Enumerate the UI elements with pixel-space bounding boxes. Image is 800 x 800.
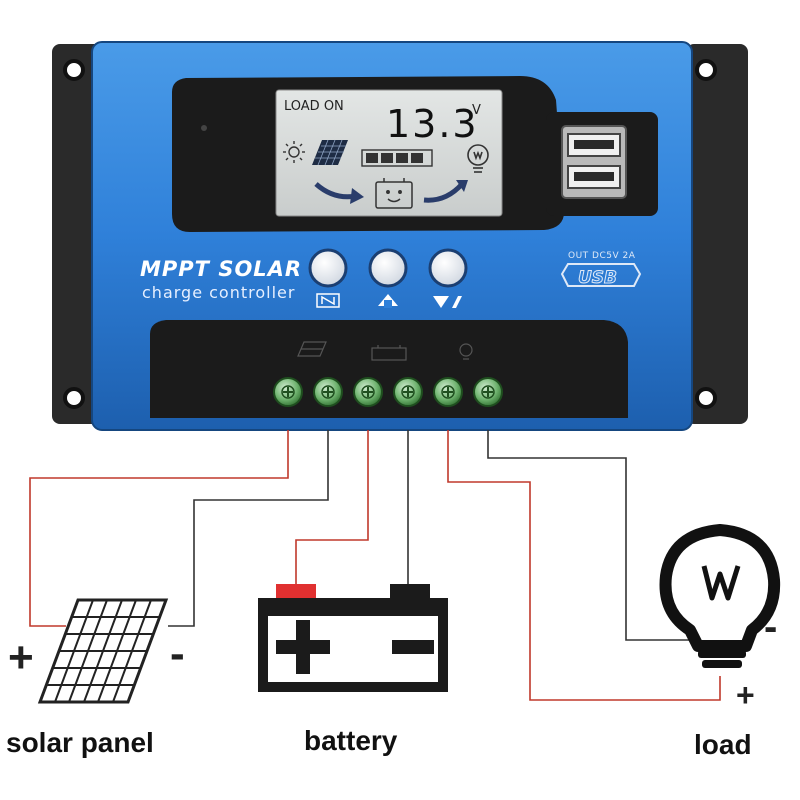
load-plus-sign: +: [736, 677, 755, 713]
terminal-battery-plus[interactable]: [353, 377, 383, 407]
menu-button[interactable]: [308, 248, 348, 288]
solar-panel-minus-sign: -: [170, 629, 185, 678]
battery-label: battery: [304, 725, 398, 756]
usb-spec-text: OUT DC5V 2A: [568, 251, 636, 261]
load-minus-sign: -: [764, 605, 777, 649]
solar-panel-grid: [47, 599, 160, 703]
load-label: load: [694, 729, 752, 760]
mount-hole-tl: [63, 59, 85, 81]
wire-load-positive: [447, 430, 721, 701]
mount-hole-br: [695, 387, 717, 409]
lcd-status-text: LOAD ON: [284, 99, 344, 114]
wire-solar-positive: [29, 430, 289, 627]
mount-ear-right: [686, 44, 748, 424]
terminal-load-minus[interactable]: [473, 377, 503, 407]
lcd-load-arrow-right-icon: [423, 180, 468, 203]
bulb-base-1: [698, 650, 746, 658]
solar-panel-label: solar panel: [6, 727, 154, 758]
terminal-solar-symbol-icon: [297, 341, 327, 357]
solar-panel: + - solar panel: [6, 598, 185, 758]
down-set-button[interactable]: [428, 248, 468, 288]
lcd-voltage-unit: V: [472, 103, 481, 118]
load-bulb: - + load: [659, 524, 781, 760]
wire-load-negative: [487, 430, 690, 641]
usb-logo-text: USB: [578, 268, 617, 288]
terminal-load-plus[interactable]: [433, 377, 463, 407]
menu-icon: [316, 293, 340, 308]
usb-logo-frame: [560, 263, 642, 287]
terminal-solar-minus[interactable]: [313, 377, 343, 407]
lcd-battery-level-icon: [361, 149, 433, 167]
lcd-battery-face-icon: [375, 178, 413, 209]
light-bulb-icon: [659, 524, 781, 652]
down-arrow-icon: [433, 296, 462, 308]
terminal-bulb-symbol-icon: [459, 343, 473, 360]
lcd-solar-panel-icon: [312, 139, 348, 166]
terminal-block: [150, 320, 628, 418]
usb-port-1-slot: [574, 140, 614, 149]
battery-positive-cap: [276, 584, 316, 598]
mount-hole-tr: [695, 59, 717, 81]
lcd-bulb-icon: [467, 144, 489, 173]
brand-title: MPPT SOLAR: [140, 257, 302, 281]
wires: [29, 430, 721, 701]
up-arrow-icon: [378, 294, 398, 308]
battery-negative-cap: [390, 584, 430, 598]
battery-plus-icon: [276, 620, 330, 674]
terminal-battery-minus[interactable]: [393, 377, 423, 407]
indicator-led: [201, 125, 207, 131]
battery-minus-icon: [392, 640, 434, 654]
wire-battery-positive: [295, 430, 369, 584]
charge-controller: LOAD ON 13.3 V: [52, 41, 748, 431]
bulb-filament: [701, 565, 741, 601]
lcd-charge-arrow-left-icon: [314, 182, 364, 204]
battery: battery: [258, 584, 448, 756]
usb-port-2-slot: [574, 172, 614, 181]
mount-hole-bl: [63, 387, 85, 409]
bulb-base-2: [702, 660, 742, 668]
lcd-voltage-readout: 13.3: [386, 102, 479, 146]
up-button[interactable]: [368, 248, 408, 288]
terminal-solar-plus[interactable]: [273, 377, 303, 407]
sun-icon: [283, 141, 305, 163]
terminal-battery-symbol-icon: [371, 345, 407, 361]
solar-panel-plus-sign: +: [8, 633, 34, 682]
wire-solar-negative: [168, 430, 329, 627]
brand-subtitle: charge controller: [142, 283, 295, 302]
